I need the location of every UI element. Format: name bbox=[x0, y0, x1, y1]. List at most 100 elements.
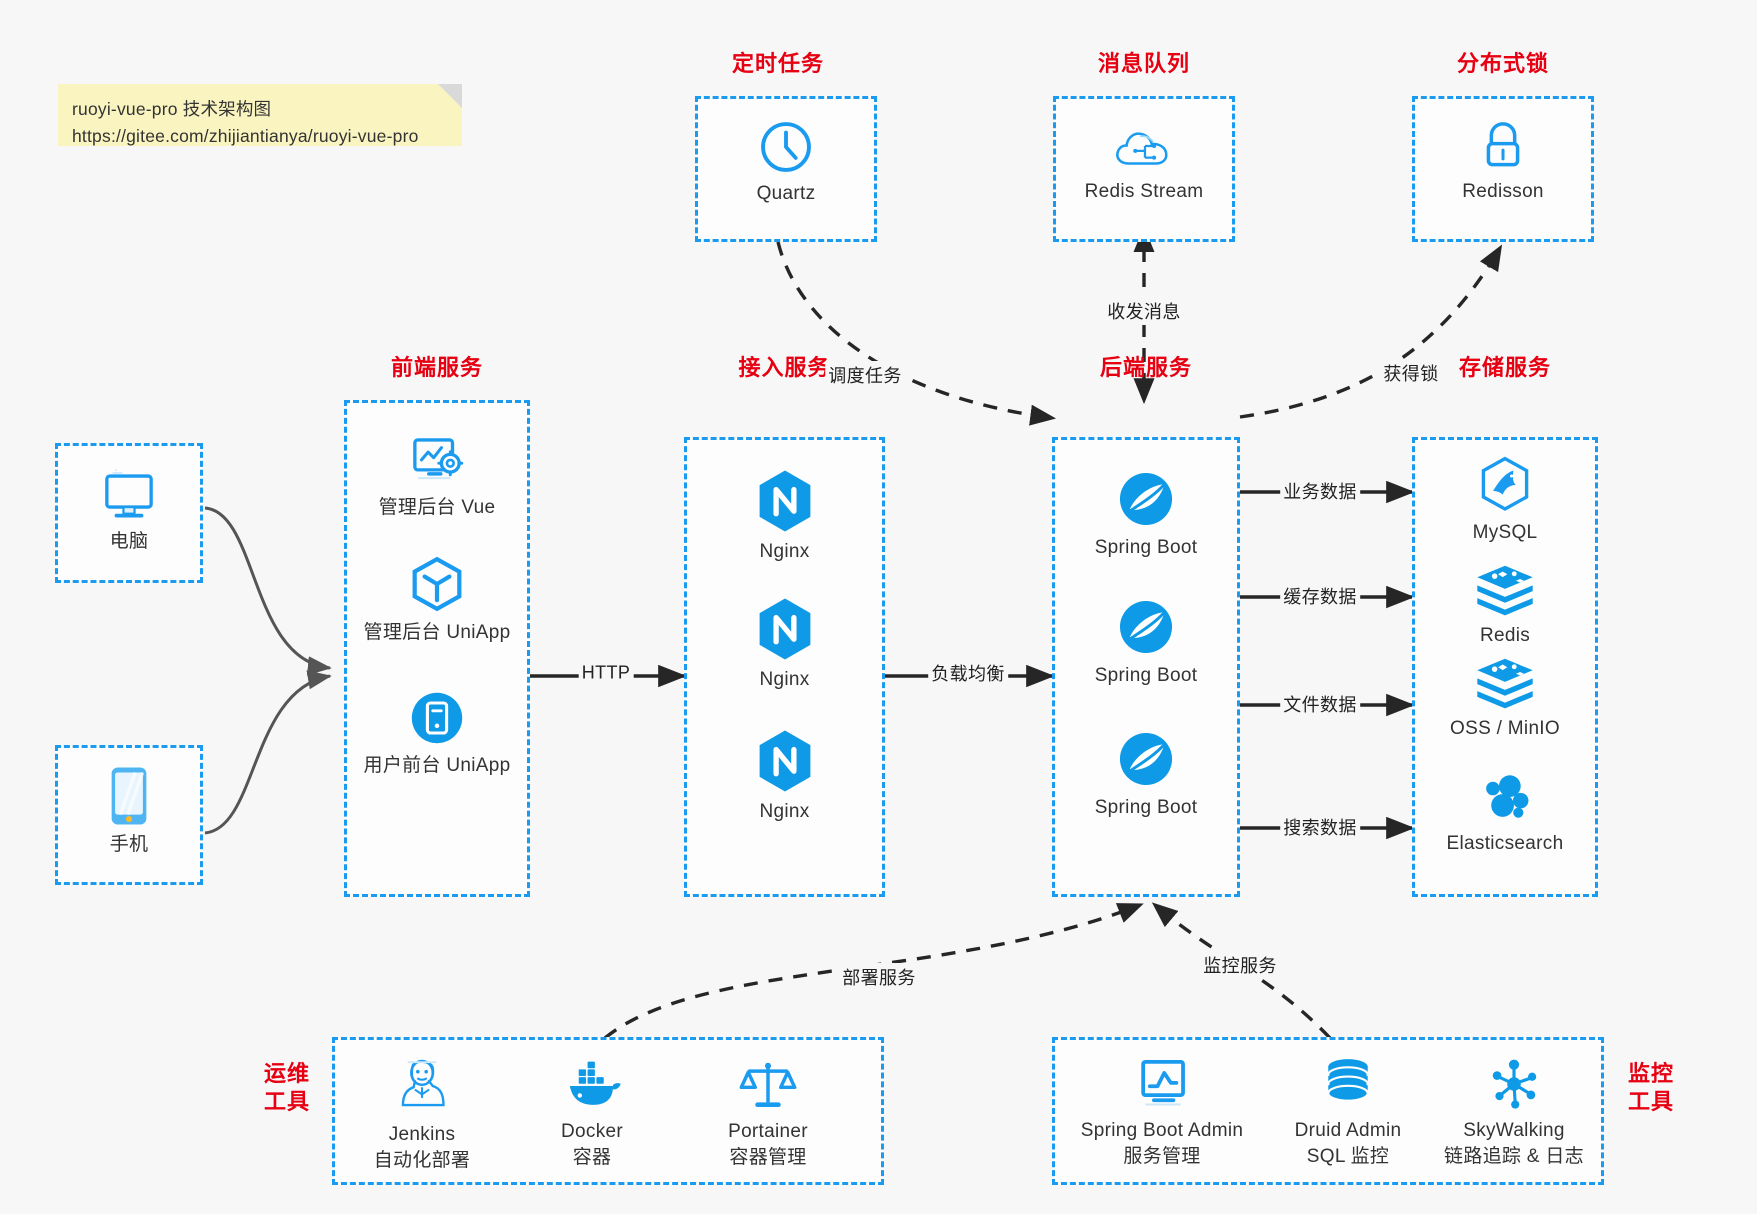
group-box-frontend[interactable] bbox=[344, 400, 530, 897]
mysql-icon bbox=[1481, 456, 1529, 511]
node-label: 管理后台 Vue bbox=[378, 497, 496, 518]
desktop-icon bbox=[105, 469, 153, 518]
node-druid-admin[interactable]: Druid Admin SQL 监控 bbox=[1268, 1055, 1428, 1169]
edge-label-http: HTTP bbox=[578, 661, 634, 685]
node-label: SkyWalking bbox=[1463, 1120, 1565, 1141]
node-label: Docker bbox=[561, 1121, 623, 1142]
node-mobile-phone[interactable]: 手机 bbox=[55, 765, 203, 858]
node-user-uniapp[interactable]: 用户前台 UniApp bbox=[344, 688, 530, 779]
node-skywalking[interactable]: SkyWalking 链路追踪 & 日志 bbox=[1434, 1055, 1594, 1169]
group-title-storage: 存储服务 bbox=[1458, 355, 1551, 380]
node-sublabel: 链路追踪 & 日志 bbox=[1444, 1145, 1584, 1167]
diagram-note: ruoyi-vue-pro 技术架构图 https://gitee.com/zh… bbox=[58, 84, 462, 146]
node-label: Elasticsearch bbox=[1446, 833, 1564, 854]
edge-schedule-task bbox=[776, 241, 1057, 426]
edge-label-load-balance: 负载均衡 bbox=[928, 659, 1008, 687]
cloud-stream-icon bbox=[1116, 132, 1168, 165]
node-docker[interactable]: Docker 容器 bbox=[512, 1058, 672, 1170]
node-sublabel: SQL 监控 bbox=[1306, 1145, 1390, 1167]
mobile-circle-icon bbox=[411, 692, 463, 744]
group-title-scheduled-task: 定时任务 bbox=[731, 51, 824, 76]
node-label: Quartz bbox=[756, 183, 816, 204]
uniapp-cube-icon bbox=[412, 556, 462, 612]
node-nginx-2[interactable]: Nginx bbox=[684, 596, 885, 693]
oss-minio-icon bbox=[1477, 658, 1533, 709]
node-label: Spring Boot Admin bbox=[1080, 1120, 1244, 1141]
edge-label-file-data: 文件数据 bbox=[1280, 690, 1360, 718]
node-label: Redis Stream bbox=[1084, 181, 1204, 202]
note-fold-corner bbox=[438, 84, 462, 108]
database-icon bbox=[1327, 1059, 1369, 1102]
spring-boot-icon bbox=[1119, 600, 1173, 654]
node-quartz[interactable]: Quartz bbox=[695, 118, 877, 207]
node-label: Jenkins bbox=[388, 1124, 456, 1145]
group-box-message-queue[interactable] bbox=[1053, 96, 1235, 242]
edge-mobile-to-frontend bbox=[204, 670, 332, 835]
node-spring-boot-2[interactable]: Spring Boot bbox=[1052, 596, 1240, 689]
note-url-line: https://gitee.com/zhijiantianya/ruoyi-vu… bbox=[72, 126, 419, 147]
group-box-distributed-lock[interactable] bbox=[1412, 96, 1594, 242]
edge-label-acquire-lock: 获得锁 bbox=[1380, 359, 1442, 387]
edge-acquire-lock bbox=[1239, 244, 1503, 419]
node-jenkins[interactable]: Jenkins 自动化部署 bbox=[342, 1055, 502, 1173]
group-title-devops: 运维 工具 bbox=[252, 1060, 322, 1115]
elasticsearch-icon bbox=[1486, 775, 1529, 818]
node-sublabel: 服务管理 bbox=[1123, 1145, 1201, 1167]
node-admin-vue[interactable]: 管理后台 Vue bbox=[344, 432, 530, 521]
node-mysql[interactable]: MySQL bbox=[1412, 455, 1598, 546]
group-title-gateway: 接入服务 bbox=[738, 355, 831, 380]
lock-icon bbox=[1486, 122, 1520, 167]
node-label: 管理后台 UniApp bbox=[363, 622, 511, 643]
edge-label-deploy-service: 部署服务 bbox=[839, 963, 919, 991]
node-label: Nginx bbox=[759, 669, 810, 690]
node-label: Portainer bbox=[728, 1121, 808, 1142]
node-spring-boot-3[interactable]: Spring Boot bbox=[1052, 728, 1240, 821]
node-oss-minio[interactable]: OSS / MinIO bbox=[1412, 655, 1598, 742]
group-title-monitoring: 监控 工具 bbox=[1616, 1060, 1686, 1115]
node-spring-boot-admin[interactable]: Spring Boot Admin 服务管理 bbox=[1062, 1055, 1262, 1169]
note-title-line: ruoyi-vue-pro 技术架构图 bbox=[72, 99, 272, 119]
group-title-backend: 后端服务 bbox=[1099, 355, 1192, 380]
jenkins-icon bbox=[401, 1059, 445, 1107]
nginx-icon bbox=[759, 730, 810, 792]
edge-label-send-receive-message: 收发消息 bbox=[1104, 297, 1184, 325]
node-label: MySQL bbox=[1472, 522, 1538, 543]
redis-icon bbox=[1477, 565, 1533, 616]
nginx-icon bbox=[759, 470, 810, 532]
node-redis[interactable]: Redis bbox=[1412, 562, 1598, 649]
portainer-scales-icon bbox=[739, 1062, 797, 1108]
node-label: Redisson bbox=[1462, 181, 1544, 202]
node-label: OSS / MinIO bbox=[1450, 718, 1560, 739]
node-sublabel: 容器管理 bbox=[729, 1146, 807, 1168]
node-desktop[interactable]: 电脑 bbox=[55, 468, 203, 555]
node-admin-uniapp[interactable]: 管理后台 UniApp bbox=[344, 553, 530, 646]
node-label: Spring Boot bbox=[1094, 665, 1198, 686]
edge-label-schedule-task: 调度任务 bbox=[825, 361, 905, 389]
node-label: Redis bbox=[1479, 625, 1531, 646]
node-label: Nginx bbox=[759, 541, 810, 562]
edge-label-monitor-service: 监控服务 bbox=[1200, 951, 1280, 979]
group-title-frontend: 前端服务 bbox=[390, 355, 483, 380]
node-label: Nginx bbox=[759, 801, 810, 822]
node-redisson[interactable]: Redisson bbox=[1412, 118, 1594, 205]
group-title-devops-line2: 工具 bbox=[263, 1088, 310, 1114]
group-title-devops-line1: 运维 bbox=[263, 1061, 310, 1086]
node-nginx-1[interactable]: Nginx bbox=[684, 468, 885, 565]
node-sublabel: 容器 bbox=[572, 1146, 612, 1168]
node-label: 用户前台 UniApp bbox=[363, 755, 511, 776]
node-sublabel: 自动化部署 bbox=[373, 1149, 471, 1171]
node-portainer[interactable]: Portainer 容器管理 bbox=[688, 1056, 848, 1170]
node-label: Spring Boot bbox=[1094, 537, 1198, 558]
node-nginx-3[interactable]: Nginx bbox=[684, 728, 885, 825]
group-title-distributed-lock: 分布式锁 bbox=[1456, 51, 1549, 76]
node-redis-stream[interactable]: Redis Stream bbox=[1053, 120, 1235, 205]
node-elasticsearch[interactable]: Elasticsearch bbox=[1412, 768, 1598, 857]
mobile-phone-icon bbox=[111, 767, 147, 825]
dashboard-gear-icon bbox=[413, 438, 464, 480]
edge-desktop-to-frontend bbox=[204, 506, 332, 676]
docker-icon bbox=[569, 1061, 621, 1105]
edge-label-business-data: 业务数据 bbox=[1280, 477, 1360, 505]
edge-label-search-data: 搜索数据 bbox=[1280, 813, 1360, 841]
node-spring-boot-1[interactable]: Spring Boot bbox=[1052, 468, 1240, 561]
